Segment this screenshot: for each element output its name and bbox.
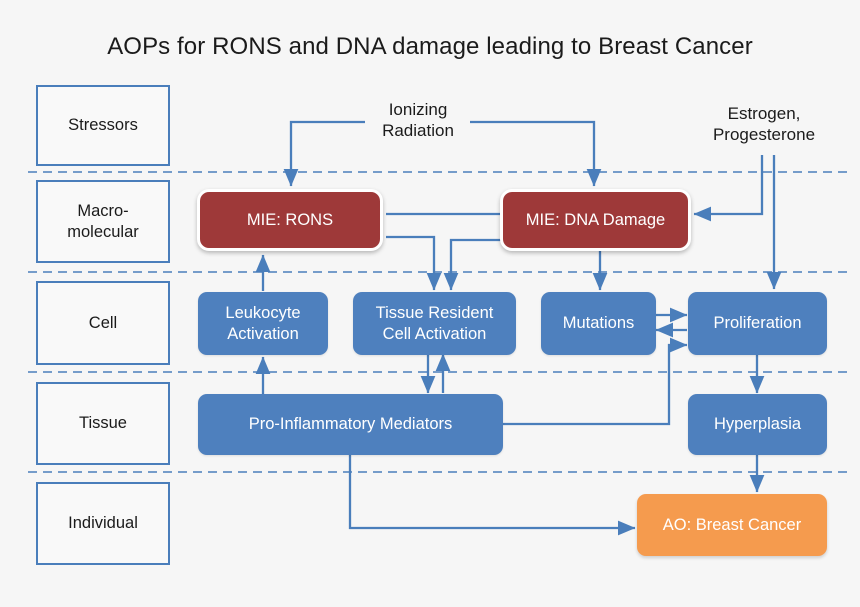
- edge-ir-to-dna: [470, 120, 602, 187]
- node-hyperplasia-label: Hyperplasia: [713, 415, 802, 434]
- tier-label-tissue: Tissue: [36, 382, 170, 465]
- node-tissue-resident-line1: Tissue Resident: [375, 304, 494, 323]
- node-ao-breast-cancer-label: AO: Breast Cancer: [662, 515, 802, 534]
- node-proliferation-label: Proliferation: [713, 314, 802, 333]
- tier-label-stressors: Stressors: [36, 85, 170, 166]
- tier-label-macromolecular: Macro- molecular: [36, 180, 170, 263]
- tier-separators: [28, 171, 852, 473]
- node-mutations[interactable]: Mutations: [541, 292, 656, 355]
- stressor-estrogen-progesterone: Estrogen, Progesterone: [690, 103, 838, 146]
- tier-label-cell-text: Cell: [88, 313, 118, 332]
- node-mie-dna-damage-label: MIE: DNA Damage: [525, 210, 666, 229]
- tier-label-individual: Individual: [36, 482, 170, 565]
- node-mie-rons-label: MIE: RONS: [246, 210, 334, 229]
- stressor-ionizing-radiation: Ionizing Radiation: [368, 99, 468, 142]
- tier-label-individual-text: Individual: [68, 514, 138, 533]
- node-mie-rons[interactable]: MIE: RONS: [197, 189, 383, 251]
- edge-pim-to-proliferation: [503, 337, 688, 426]
- node-pro-inflammatory-mediators[interactable]: Pro-Inflammatory Mediators: [198, 394, 503, 455]
- node-mutations-label: Mutations: [562, 314, 635, 333]
- edge-pim-to-ao: [348, 455, 636, 536]
- node-mie-dna-damage[interactable]: MIE: DNA Damage: [500, 189, 691, 251]
- stressor-ionizing-radiation-line2: Radiation: [382, 121, 454, 141]
- tier-label-macromolecular-line2: molecular: [67, 222, 139, 241]
- stressor-estrogen-line1: Estrogen,: [727, 104, 801, 123]
- node-leukocyte-activation[interactable]: Leukocyte Activation: [198, 292, 328, 355]
- tier-label-tissue-text: Tissue: [79, 414, 127, 433]
- edge-estrogen-to-dna: [693, 155, 764, 222]
- tier-label-cell: Cell: [36, 281, 170, 365]
- node-leukocyte-activation-line1: Leukocyte: [225, 304, 301, 323]
- node-proliferation[interactable]: Proliferation: [688, 292, 827, 355]
- tier-label-stressors-text: Stressors: [68, 116, 138, 135]
- node-tissue-resident-line2: Cell Activation: [382, 324, 487, 343]
- tier-label-macromolecular-line1: Macro-: [77, 201, 129, 220]
- node-tissue-resident-cell-activation[interactable]: Tissue Resident Cell Activation: [353, 292, 516, 355]
- stressor-ionizing-radiation-line1: Ionizing: [388, 100, 448, 119]
- node-hyperplasia[interactable]: Hyperplasia: [688, 394, 827, 455]
- node-pro-inflammatory-mediators-label: Pro-Inflammatory Mediators: [248, 415, 453, 434]
- stressor-estrogen-line2: Progesterone: [712, 125, 816, 145]
- node-ao-breast-cancer[interactable]: AO: Breast Cancer: [637, 494, 827, 556]
- node-leukocyte-activation-line2: Activation: [227, 324, 299, 343]
- page-title: AOPs for RONS and DNA damage leading to …: [107, 33, 753, 60]
- edge-ir-to-rons: [283, 120, 365, 187]
- edge-rons-to-trca: [386, 235, 442, 291]
